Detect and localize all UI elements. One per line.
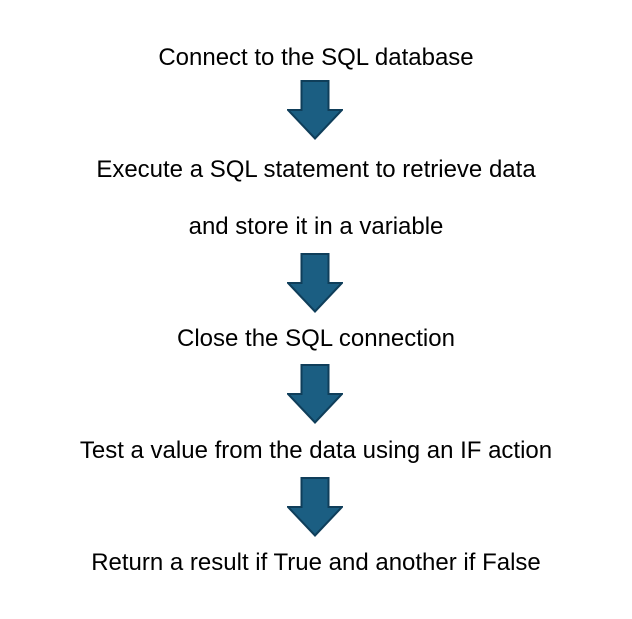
step-execute-text-2: and store it in a variable (188, 213, 444, 240)
step-test-text: Test a value from the data using an IF a… (79, 437, 553, 464)
step-close: Close the SQL connection (0, 324, 632, 354)
step-execute-text-1: Execute a SQL statement to retrieve data (96, 156, 536, 183)
down-arrow-icon (287, 80, 343, 140)
step-test: Test a value from the data using an IF a… (0, 436, 632, 466)
step-execute-line2: and store it in a variable (0, 212, 632, 242)
down-arrow-icon (287, 364, 343, 424)
step-connect: Connect to the SQL database (0, 43, 632, 73)
step-return: Return a result if True and another if F… (0, 548, 632, 578)
step-connect-text: Connect to the SQL database (158, 44, 474, 71)
step-close-text: Close the SQL connection (177, 325, 455, 352)
step-execute-line1: Execute a SQL statement to retrieve data (0, 155, 632, 185)
down-arrow-icon (287, 477, 343, 537)
step-return-text: Return a result if True and another if F… (91, 549, 541, 576)
down-arrow-icon (287, 253, 343, 313)
